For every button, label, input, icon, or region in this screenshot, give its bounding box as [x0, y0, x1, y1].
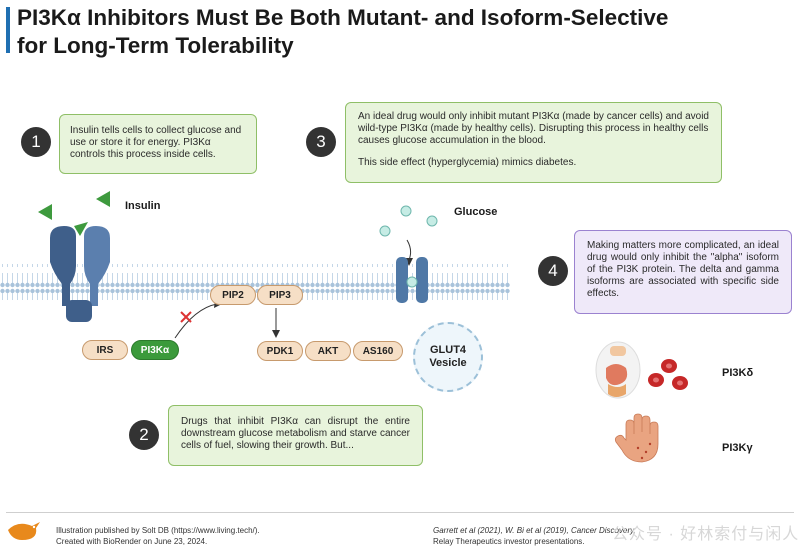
akt-node: AKT — [305, 341, 351, 361]
pi3k-delta-label: PI3Kδ — [722, 367, 754, 379]
title-line-1: PI3Kα Inhibitors Must Be Both Mutant- an… — [17, 5, 669, 30]
pdk1-node: PDK1 — [257, 341, 303, 361]
step-3-callout: An ideal drug would only inhibit mutant … — [345, 102, 722, 183]
pi3ka-node: PI3Kα — [131, 340, 179, 360]
step-3-badge: 3 — [306, 127, 336, 157]
glucose-molecule-icon — [379, 205, 438, 237]
step-4-badge: 4 — [538, 256, 568, 286]
irs-node: IRS — [82, 340, 128, 360]
step-1-text: Insulin tells cells to collect glucose a… — [70, 125, 242, 160]
inhibition-x-icon — [180, 311, 192, 323]
footer-credits: Illustration published by Solt DB (https… — [56, 525, 260, 547]
step-2-badge: 2 — [129, 420, 159, 450]
glucose-label: Glucose — [454, 206, 498, 218]
insulin-label: Insulin — [125, 200, 161, 212]
bird-logo-icon — [8, 522, 40, 540]
glut4-label-line2: Vesicle — [429, 357, 467, 369]
step-2-text: Drugs that inhibit PI3Kα can disrupt the… — [181, 416, 410, 451]
glut4-vesicle: GLUT4 Vesicle — [413, 322, 483, 392]
pip3-node: PIP3 — [257, 285, 303, 305]
as160-node: AS160 — [353, 341, 403, 361]
rash-hand-icon — [614, 413, 659, 463]
glucose-arrow — [406, 239, 412, 261]
insulin-receptor-icon — [50, 226, 110, 322]
step-4-callout: Making matters more complicated, an idea… — [574, 230, 792, 314]
title-accent-bar — [6, 7, 10, 53]
footer-divider — [6, 512, 794, 513]
digestive-organs-icon — [595, 341, 641, 399]
glut4-label-line1: GLUT4 — [429, 344, 467, 356]
step-3-side-effect: This side effect (hyperglycemia) mimics … — [358, 157, 577, 168]
pip2-node: PIP2 — [210, 285, 256, 305]
step-2-callout: Drugs that inhibit PI3Kα can disrupt the… — [168, 405, 423, 466]
pi3k-to-pip-arrow — [174, 303, 218, 339]
footer-credit-line1: Illustration published by Solt DB (https… — [56, 526, 260, 535]
title-line-2: for Long-Term Tolerability — [17, 33, 294, 58]
footer-references: Garrett et al (2021), W. Bi et al (2019)… — [433, 525, 636, 547]
watermark: 公众号 · 好林索付与闲人 — [612, 526, 800, 543]
footer-reference-line1: Garrett et al (2021), W. Bi et al (2019)… — [433, 526, 636, 535]
step-1-badge: 1 — [21, 127, 51, 157]
footer-reference-line2: Relay Therapeutics investor presentation… — [433, 537, 585, 546]
pi3k-gamma-label: PI3Kγ — [722, 442, 753, 454]
step-4-text: Making matters more complicated, an idea… — [587, 240, 779, 299]
step-1-callout: Insulin tells cells to collect glucose a… — [59, 114, 257, 174]
insulin-triangle-icon — [38, 191, 110, 236]
page-title: PI3Kα Inhibitors Must Be Both Mutant- an… — [17, 4, 797, 60]
footer-credit-line2: Created with BioRender on June 23, 2024. — [56, 537, 208, 546]
step-3-text: An ideal drug would only inhibit mutant … — [358, 111, 709, 146]
glut4-transporter-icon — [396, 257, 428, 303]
red-blood-cell-icon — [648, 359, 688, 390]
